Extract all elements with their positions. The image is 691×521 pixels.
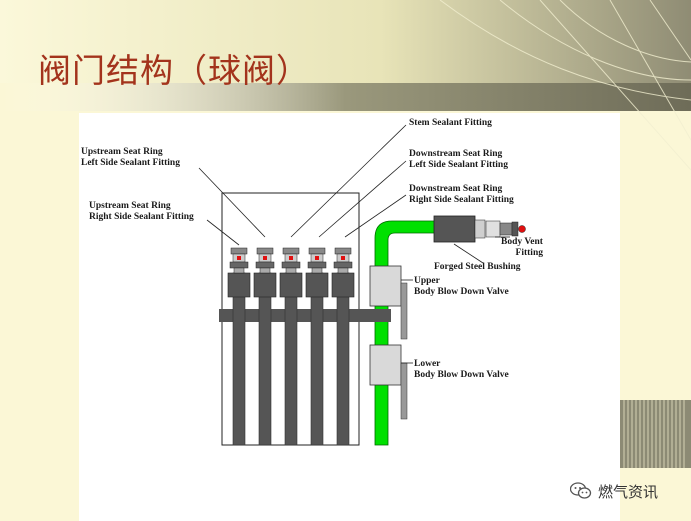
label-upstream-left-line1: Upstream Seat Ring	[81, 147, 163, 157]
label-upstream-right: Upstream Seat Ring Right Side Sealant Fi…	[89, 201, 194, 223]
upper-blow-down-valve	[369, 265, 408, 340]
label-upstream-left-line2: Left Side Sealant Fitting	[81, 158, 180, 168]
lower-blow-down-valve	[369, 344, 408, 420]
label-body-vent-line2: Fitting	[515, 248, 543, 258]
label-upstream-right-line2: Right Side Sealant Fitting	[89, 212, 194, 222]
stem-heads	[227, 272, 355, 298]
label-downstream-left-line2: Left Side Sealant Fitting	[409, 160, 508, 170]
label-upper-valve: Upper Body Blow Down Valve	[414, 276, 509, 298]
diagram-panel: Stem Sealant Fitting Upstream Seat Ring …	[79, 113, 620, 521]
slide-title: 阀门结构（球阀）	[38, 51, 310, 90]
sealant-stems	[232, 272, 350, 446]
ball-valve-diagram	[198, 124, 526, 446]
label-lower-valve: Lower Body Blow Down Valve	[414, 359, 509, 381]
label-lower-valve-line1: Lower	[414, 359, 441, 369]
watermark: 燃气资讯	[570, 481, 658, 501]
label-upstream-left: Upstream Seat Ring Left Side Sealant Fit…	[81, 147, 180, 169]
label-body-vent-fitting: Body Vent Fitting	[501, 237, 543, 259]
label-body-vent-line1: Body Vent	[501, 237, 543, 247]
body-vent-fitting	[485, 220, 526, 238]
label-lower-valve-line2: Body Blow Down Valve	[414, 370, 509, 380]
label-stem-sealant-fitting: Stem Sealant Fitting	[409, 118, 492, 128]
label-downstream-left-line1: Downstream Seat Ring	[409, 149, 503, 159]
watermark-text: 燃气资讯	[598, 482, 659, 501]
forged-steel-bushing	[433, 215, 486, 243]
label-upper-valve-line1: Upper	[414, 276, 440, 286]
label-downstream-left: Downstream Seat Ring Left Side Sealant F…	[409, 149, 508, 171]
leader-lines	[198, 124, 510, 364]
label-forged-steel-bushing: Forged Steel Bushing	[434, 262, 521, 272]
wechat-icon	[570, 482, 592, 499]
label-upper-valve-line2: Body Blow Down Valve	[414, 287, 509, 297]
label-upstream-right-line1: Upstream Seat Ring	[89, 201, 171, 211]
label-downstream-right: Downstream Seat Ring Right Side Sealant …	[409, 184, 514, 206]
sealant-fittings	[229, 247, 353, 274]
label-downstream-right-line1: Downstream Seat Ring	[409, 184, 503, 194]
label-downstream-right-line2: Right Side Sealant Fitting	[409, 195, 514, 205]
